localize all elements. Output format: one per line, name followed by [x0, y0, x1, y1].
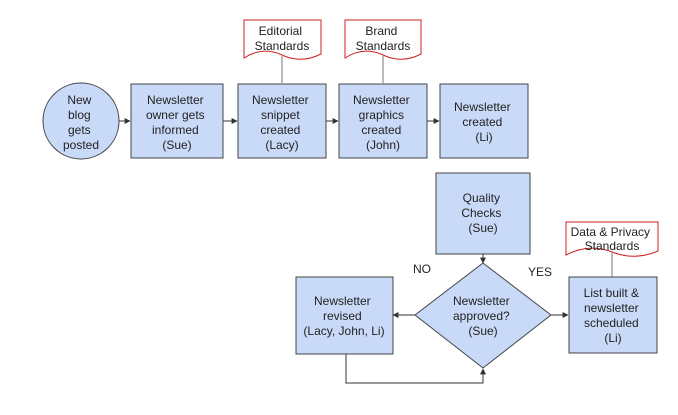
informed-node-label: Newsletter owner gets informed (Sue): [146, 93, 208, 152]
approved-decision-diamond: [414, 262, 552, 369]
no-branch-label: NO: [413, 262, 431, 276]
yes-branch-label: YES: [528, 265, 552, 279]
brand-standards-label: Brand Standards: [356, 24, 411, 53]
revised-node-label: Newsletter revised (Lacy, John, Li): [303, 294, 384, 338]
start-node-label: New blog gets posted: [63, 93, 99, 152]
start-node-circle: [42, 82, 120, 160]
brand-standards-document: [344, 19, 422, 60]
editorial-standards-label: Editorial Standards: [255, 24, 310, 53]
graphics-node: [338, 83, 428, 159]
scheduled-node-label: List built & newsletter scheduled (Li): [584, 286, 643, 345]
privacy-standards-label: Data & Privacy Standards: [571, 225, 654, 253]
quality-node-label: Quality Checks (Sue): [461, 191, 504, 235]
revised-node: [295, 276, 394, 355]
editorial-standards-document: [243, 19, 322, 60]
scheduled-node: [568, 276, 658, 354]
snippet-node: [237, 83, 327, 159]
created-node-label: Newsletter created (Li): [454, 100, 514, 144]
privacy-standards-document: [565, 221, 659, 257]
quality-node: [435, 172, 531, 255]
created-node: [439, 83, 529, 159]
informed-node: [130, 83, 224, 159]
graphics-node-label: Newsletter graphics created (John): [353, 93, 413, 152]
approved-decision-label: Newsletter approved? (Sue): [453, 294, 513, 338]
snippet-node-label: Newsletter snippet created (Lacy): [252, 93, 312, 152]
edge-revised-approved-loop: [345, 354, 486, 384]
